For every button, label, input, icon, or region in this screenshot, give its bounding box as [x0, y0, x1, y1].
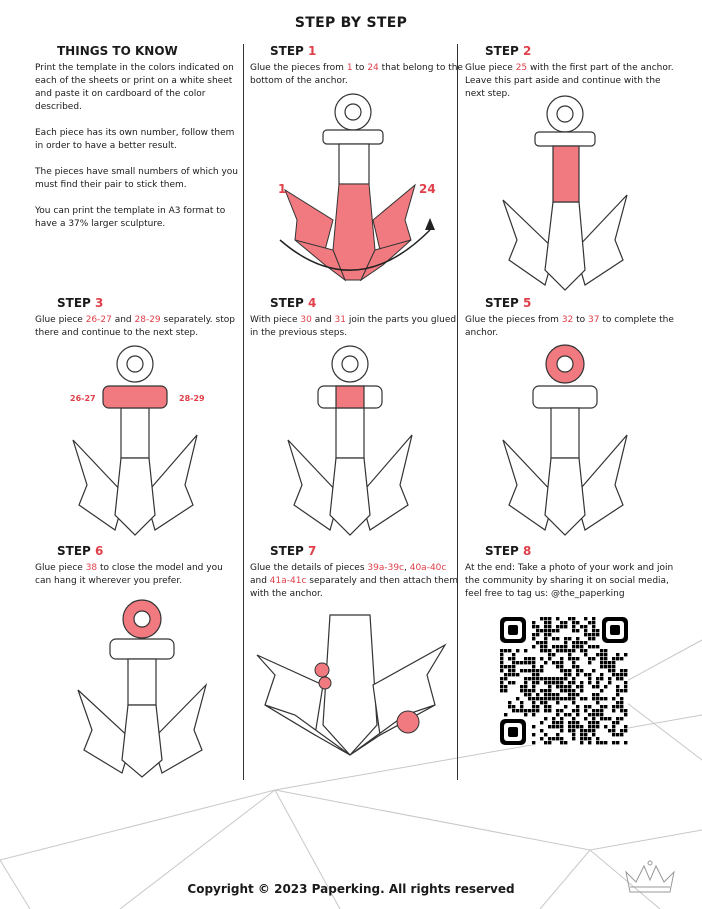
step3-label-right: 28-29 [179, 394, 205, 403]
step-word: STEP [57, 296, 91, 310]
step-4-text: With piece 30 and 31 join the parts you … [250, 315, 457, 338]
step-word: STEP [270, 44, 304, 58]
column-divider [243, 44, 244, 780]
crown-logo [625, 860, 675, 893]
step3-label-left: 26-27 [70, 394, 96, 403]
step-6: STEP 6 Glue piece 38 to close the model … [35, 544, 240, 588]
step-5: STEP 5 Glue the pieces from 32 to 37 to … [465, 296, 680, 340]
step-word: STEP [485, 296, 519, 310]
qr-code [500, 617, 628, 745]
step-word: STEP [485, 44, 519, 58]
step-7-text: Glue the details of pieces 39a-39c, 40a-… [250, 563, 458, 599]
step-number: 6 [95, 544, 104, 558]
step-number: 5 [523, 296, 532, 310]
page-title: STEP BY STEP [294, 15, 408, 31]
things-p3: The pieces have small numbers of which y… [35, 167, 238, 190]
step-number: 7 [308, 544, 317, 558]
step-word: STEP [485, 544, 519, 558]
step-word: STEP [270, 544, 304, 558]
step-6-text: Glue piece 38 to close the model and you… [35, 563, 223, 586]
anchor-illustration-step7 [256, 614, 447, 756]
things-p4: You can print the template in A3 format … [35, 206, 226, 229]
things-to-know: THINGS TO KNOW Print the template in the… [35, 44, 240, 231]
step-1-text: Glue the pieces from 1 to 24 that belong… [250, 63, 463, 86]
anchor-illustration-step1 [279, 93, 435, 282]
step-number: 8 [523, 544, 532, 558]
anchor-illustration-step6 [77, 599, 208, 778]
step-8: STEP 8 At the end: Take a photo of your … [465, 544, 680, 601]
step-7: STEP 7 Glue the details of pieces 39a-39… [250, 544, 465, 601]
anchor-illustration-step4 [287, 345, 413, 536]
step1-label-start: 1 [278, 182, 287, 196]
column-divider [457, 44, 458, 780]
step-3: STEP 3 Glue piece 26-27 and 28-29 separa… [35, 296, 240, 340]
anchor-illustration-step3 [72, 345, 198, 536]
things-p1: Print the template in the colors indicat… [35, 63, 234, 112]
things-p2: Each piece has its own number, follow th… [35, 128, 235, 151]
anchor-illustration-step2 [502, 95, 628, 291]
step-2-text: Glue piece 25 with the first part of the… [465, 63, 674, 99]
things-heading: THINGS TO KNOW [57, 44, 178, 58]
step-4: STEP 4 With piece 30 and 31 join the par… [250, 296, 465, 340]
step-word: STEP [270, 296, 304, 310]
step-number: 1 [308, 44, 317, 58]
step-2: STEP 2 Glue piece 25 with the first part… [465, 44, 680, 101]
step-8-text: At the end: Take a photo of your work an… [465, 563, 674, 599]
step-3-text: Glue piece 26-27 and 28-29 separately. s… [35, 315, 235, 338]
step-number: 2 [523, 44, 532, 58]
anchor-illustration-step5 [502, 344, 628, 536]
step-1: STEP 1 Glue the pieces from 1 to 24 that… [250, 44, 465, 88]
step-number: 3 [95, 296, 104, 310]
step-word: STEP [57, 544, 91, 558]
step-number: 4 [308, 296, 317, 310]
step-5-text: Glue the pieces from 32 to 37 to complet… [465, 315, 674, 338]
copyright: Copyright © 2023 Paperking. All rights r… [187, 882, 515, 896]
step1-label-end: 24 [419, 182, 436, 196]
